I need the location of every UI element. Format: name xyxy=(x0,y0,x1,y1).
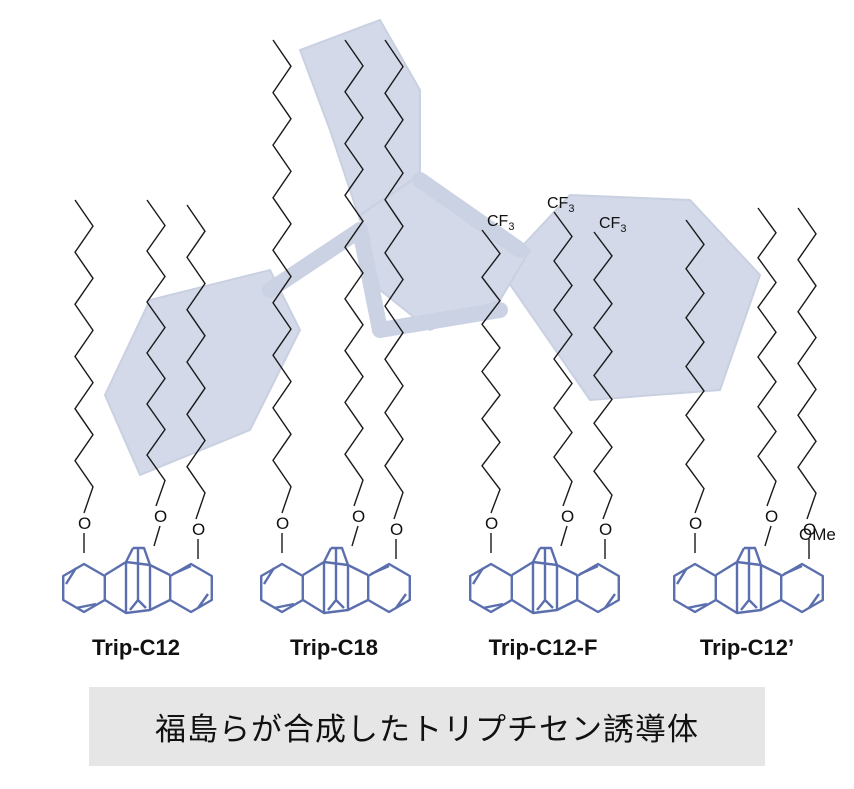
alkyl-chain xyxy=(74,199,94,514)
alkyl-chain xyxy=(797,207,817,520)
molecule-label: Trip-C12 xyxy=(92,635,180,660)
oxygen-atom: O xyxy=(689,514,702,533)
background-molecular-model xyxy=(103,18,762,477)
o-aryl-bond xyxy=(153,525,161,547)
oxygen-atom: O xyxy=(78,514,91,533)
cf3-group: CF3 xyxy=(547,195,574,215)
o-aryl-bond xyxy=(351,525,359,547)
aryl-ring-left xyxy=(469,562,513,614)
cf3-group: CF3 xyxy=(487,213,514,233)
alkyl-chain xyxy=(593,231,613,520)
alkyl-chain xyxy=(757,207,777,507)
molecule-trip-c12: O O O Trip-C12 xyxy=(62,199,213,660)
aryl-ring-left xyxy=(62,562,106,614)
aryl-ring-right xyxy=(367,562,411,614)
alkyl-chain xyxy=(685,219,705,514)
molecule-label: Trip-C18 xyxy=(290,635,378,660)
oxygen-atom: O xyxy=(192,520,205,539)
aromatic-double-bonds xyxy=(64,564,209,610)
triptycene-bridge xyxy=(302,546,369,615)
alkyl-chain xyxy=(186,204,206,520)
oxygen-atom: O xyxy=(561,507,574,526)
o-aryl-bond xyxy=(764,525,772,547)
oxygen-atom: O xyxy=(599,520,612,539)
aromatic-double-bonds xyxy=(262,564,407,610)
aromatic-double-bonds xyxy=(471,564,616,610)
aryl-ring-left xyxy=(260,562,304,614)
aryl-ring-left xyxy=(673,562,717,614)
oxygen-atom: O xyxy=(154,507,167,526)
triptycene-bridge xyxy=(715,546,782,615)
triptycene-bridge xyxy=(511,546,578,615)
aryl-ring-right xyxy=(576,562,620,614)
alkyl-chain xyxy=(272,39,292,514)
alkyl-chain xyxy=(384,39,404,520)
alkyl-chain xyxy=(344,39,364,507)
oxygen-atom: O xyxy=(352,507,365,526)
cf3-group: CF3 xyxy=(599,215,626,235)
aryl-ring-right xyxy=(169,562,213,614)
oxygen-atom: O xyxy=(765,507,778,526)
molecule-label: Trip-C12-F xyxy=(489,635,598,660)
o-aryl-bond xyxy=(560,525,568,547)
oxygen-atom: O xyxy=(803,520,816,539)
aryl-ring-right xyxy=(780,562,824,614)
alkyl-chain xyxy=(146,199,166,507)
molecule-label: Trip-C12’ xyxy=(700,635,794,660)
alkyl-chain xyxy=(553,211,573,507)
caption-text: 福島らが合成したトリプチセン誘導体 xyxy=(155,712,699,748)
triptycene-bridge xyxy=(104,546,171,615)
aromatic-double-bonds xyxy=(675,564,820,610)
oxygen-atom: O xyxy=(485,514,498,533)
oxygen-atom: O xyxy=(276,514,289,533)
caption-box: 福島らが合成したトリプチセン誘導体 xyxy=(89,687,765,766)
alkyl-chain xyxy=(481,229,501,514)
methoxy-label: OMe xyxy=(799,525,836,544)
oxygen-atom: O xyxy=(390,520,403,539)
molecule-trip-c18: O O O Trip-C18 xyxy=(260,39,411,660)
